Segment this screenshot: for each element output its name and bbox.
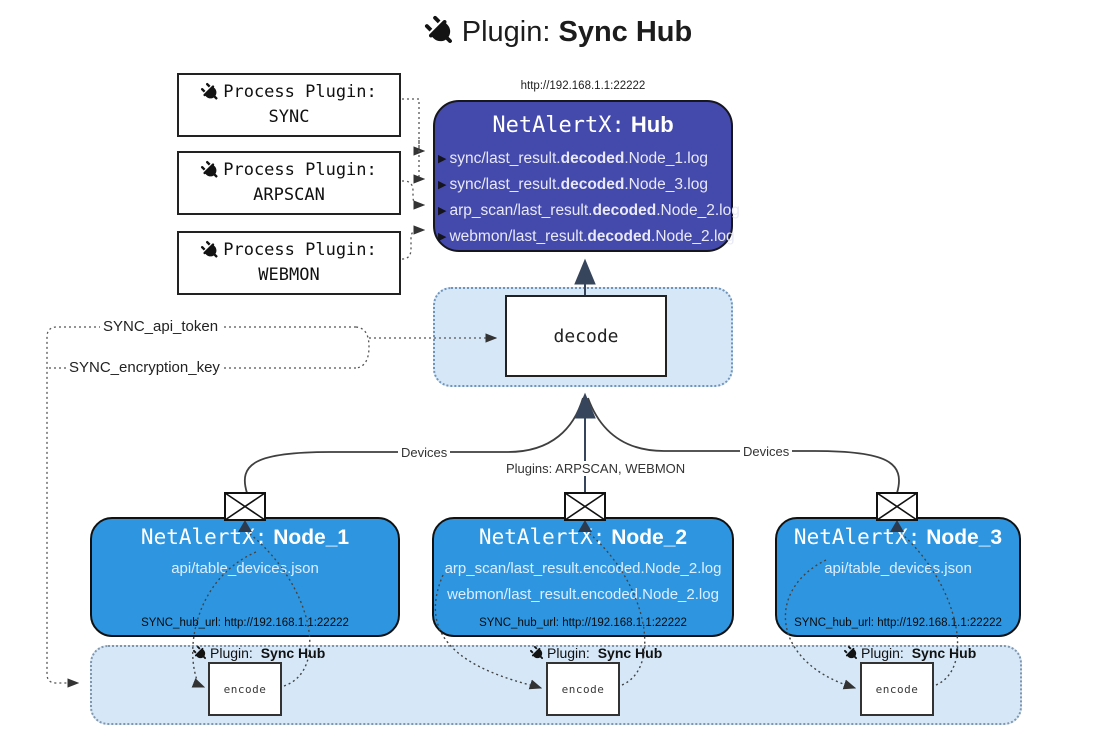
- arrowhead-icon: ▶: [438, 153, 447, 165]
- edge-sync-to-hub-1: [397, 98, 426, 156]
- page-title: Plugin: Sync Hub: [0, 16, 1117, 49]
- plug-icon: [190, 642, 211, 663]
- process-plugin-webmon: Process Plugin: WEBMON: [177, 231, 401, 295]
- process-plugin-label: Process Plugin:: [223, 160, 377, 180]
- arrowhead-icon: ▶: [438, 205, 447, 217]
- node-hub-url: SYNC_hub_url: http://192.168.1.1:22222: [141, 617, 349, 629]
- hub-log-row: ▶sync/last_result.decoded.Node_3.log: [435, 172, 731, 198]
- node-title: NetAlertX: Node_3: [793, 525, 1003, 549]
- plug-icon: [197, 237, 224, 264]
- hub-url: http://192.168.1.1:22222: [520, 80, 646, 92]
- bar-plugin-label: Plugin: Sync Hub: [530, 645, 662, 661]
- process-plugin-label: Process Plugin:: [223, 82, 377, 102]
- process-plugin-arpscan: Process Plugin: ARPSCAN: [177, 151, 401, 215]
- node-title: NetAlertX: Node_1: [140, 525, 350, 549]
- node-file: api/table_devices.json: [171, 560, 319, 577]
- node-file: api/table_devices.json: [824, 560, 972, 577]
- plug-icon: [197, 79, 224, 106]
- node-hub-url: SYNC_hub_url: http://192.168.1.1:22222: [479, 617, 687, 629]
- envelope-icon: [224, 492, 266, 521]
- plug-icon: [197, 157, 224, 184]
- encode-box-2: encode: [546, 662, 620, 716]
- process-plugin-name: WEBMON: [258, 265, 320, 285]
- envelope-icon: [876, 492, 918, 521]
- edge-sync-to-hub-2: [413, 140, 426, 184]
- plug-icon: [418, 10, 462, 54]
- node-file: webmon/last_result.encoded.Node_2.log: [447, 586, 719, 603]
- hub-log-row: ▶arp_scan/last_result.decoded.Node_2.log: [435, 198, 740, 224]
- node-file: arp_scan/last_result.encoded.Node_2.log: [444, 560, 722, 577]
- edge-arpscan-to-hub: [397, 180, 426, 210]
- node-3-box: NetAlertX: Node_3 api/table_devices.json…: [775, 517, 1021, 637]
- envelope-icon: [564, 492, 606, 521]
- edge-label-devices-right: Devices: [740, 444, 793, 459]
- hub-log-row: ▶webmon/last_result.decoded.Node_2.log: [435, 224, 735, 250]
- edge-bracket-right: [355, 326, 370, 369]
- process-plugin-name: ARPSCAN: [253, 185, 325, 205]
- bar-plugin-label: Plugin: Sync Hub: [844, 645, 976, 661]
- hub-log-row: ▶sync/last_result.decoded.Node_1.log: [435, 146, 731, 172]
- plug-icon: [527, 642, 548, 663]
- arrowhead-icon: ▶: [438, 179, 447, 191]
- sync-api-token-label: SYNC_api_token: [100, 318, 222, 335]
- page-title-name: Sync Hub: [558, 16, 693, 48]
- edge-label-plugins: Plugins: ARPSCAN, WEBMON: [503, 461, 689, 476]
- node-2-box: NetAlertX: Node_2 arp_scan/last_result.e…: [432, 517, 734, 637]
- page-title-label: Plugin:: [461, 16, 551, 48]
- process-plugin-name: SYNC: [268, 107, 310, 127]
- hub-title-name: Hub: [630, 112, 674, 137]
- encode-box-3: encode: [860, 662, 934, 716]
- bar-plugin-label: Plugin: Sync Hub: [193, 645, 325, 661]
- sync-encryption-key-label: SYNC_encryption_key: [66, 359, 223, 376]
- edge-label-devices-left: Devices: [398, 445, 451, 460]
- encode-box-1: encode: [208, 662, 282, 716]
- process-plugin-label: Process Plugin:: [223, 240, 377, 260]
- hub-title: NetAlertX: Hub: [435, 112, 731, 138]
- edge-webmon-to-hub: [397, 225, 426, 260]
- hub-box: NetAlertX: Hub ▶sync/last_result.decoded…: [433, 100, 740, 252]
- node-1-box: NetAlertX: Node_1 api/table_devices.json…: [90, 517, 400, 637]
- arrowhead-icon: ▶: [438, 231, 447, 243]
- plug-icon: [841, 642, 862, 663]
- node-title: NetAlertX: Node_2: [478, 525, 688, 549]
- hub-title-label: NetAlertX:: [492, 113, 625, 138]
- node-hub-url: SYNC_hub_url: http://192.168.1.1:22222: [794, 617, 1002, 629]
- decode-box: decode: [505, 295, 667, 377]
- process-plugin-sync: Process Plugin: SYNC: [177, 73, 401, 137]
